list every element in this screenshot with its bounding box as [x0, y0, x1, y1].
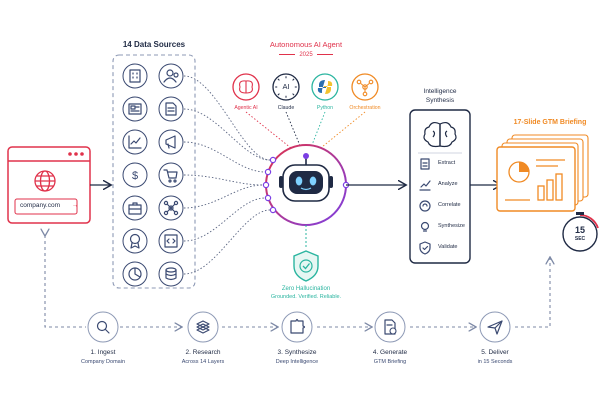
extract-icon	[420, 158, 430, 170]
pipeline-step-subtitle: Deep Intelligence	[275, 359, 319, 365]
agent-core	[262, 144, 350, 226]
pipeline-step-subtitle: in 15 Seconds	[477, 359, 513, 365]
browser-window	[7, 146, 91, 224]
search-icon	[87, 311, 119, 343]
timer-value: 15	[574, 225, 585, 235]
synthesis-step-label: Correlate	[438, 202, 461, 208]
puzzle-icon	[281, 311, 313, 343]
send-icon	[479, 311, 511, 343]
ai-icon-label: AI	[282, 82, 290, 91]
code-icon	[158, 228, 184, 254]
pie-chart-icon	[508, 161, 530, 183]
pipeline-step-title: 2. Research	[185, 349, 221, 356]
pipeline-step-subtitle: GTM Briefing	[373, 359, 407, 365]
network-icon	[158, 195, 184, 221]
intelligence-panel	[409, 109, 471, 264]
source-connector	[183, 174, 264, 186]
data-sources-grid: $	[122, 63, 184, 287]
source-connector	[183, 108, 271, 161]
pipeline-step-subtitle: Across 14 Layers	[181, 359, 225, 365]
validate-icon	[419, 241, 431, 255]
globe-icon	[34, 170, 56, 192]
intelligence-title-2: Synthesis	[425, 97, 455, 104]
orchestration-icon	[351, 73, 379, 101]
stopwatch-icon	[562, 212, 599, 252]
agent-title: Autonomous AI Agent	[269, 40, 343, 49]
timer-unit: SEC	[574, 236, 586, 242]
data-sources-title: 14 Data Sources	[122, 40, 186, 49]
svg-text:$: $	[132, 170, 138, 182]
shield-check-icon	[293, 250, 319, 282]
tool-label-python: Python	[316, 105, 334, 111]
browser-url[interactable]: company.com →	[20, 202, 79, 210]
correlate-icon	[419, 200, 431, 212]
tool-label-orchestration: Orchestration	[349, 105, 381, 111]
robot-icon	[279, 153, 333, 202]
bar-chart-icon	[537, 173, 563, 201]
layers-icon	[187, 311, 219, 343]
pie-chart-icon	[122, 261, 148, 287]
zero-hallucination-subtitle: Grounded. Verified. Reliable.	[270, 294, 342, 300]
pipeline-icons	[87, 311, 511, 343]
synthesis-step-label: Synthesize	[438, 223, 465, 229]
zero-hallucination-title: Zero Hallucination	[281, 286, 331, 292]
tool-label-claude: Claude	[277, 105, 295, 111]
document-icon	[158, 96, 184, 122]
pipeline-step-title: 5. Deliver	[481, 349, 509, 356]
synthesis-step-label: Validate	[438, 244, 458, 250]
synthesis-step-label: Analyze	[438, 181, 458, 187]
source-connectors	[183, 75, 271, 275]
dollar-icon: $	[122, 162, 148, 188]
database-icon	[158, 261, 184, 287]
doc-check-icon	[374, 311, 406, 343]
pipeline-step-title: 4. Generate	[372, 349, 408, 356]
tool-label-agentic: Agentic AI	[234, 105, 258, 111]
award-icon	[122, 228, 148, 254]
pipeline-step-subtitle: Company Domain	[80, 359, 126, 365]
synthesize-icon	[420, 221, 430, 232]
newspaper-icon	[122, 96, 148, 122]
brain-icon	[232, 73, 260, 101]
intelligence-title-1: Intelligence	[423, 88, 457, 95]
briefcase-icon	[122, 195, 148, 221]
brain-icon	[423, 121, 457, 148]
megaphone-icon	[158, 129, 184, 155]
year-label: 2025	[299, 52, 313, 58]
pipeline-flow	[45, 235, 550, 327]
cart-icon	[158, 162, 184, 188]
ai-icon	[272, 73, 300, 101]
python-icon	[311, 73, 339, 101]
pipeline-step-title: 1. Ingest	[90, 349, 116, 356]
url-text: company.com	[20, 202, 60, 209]
source-connector	[183, 184, 264, 209]
source-connector	[183, 209, 271, 275]
briefing-title: 17-Slide GTM Briefing	[513, 119, 587, 126]
users-icon	[158, 63, 184, 89]
analyze-icon	[419, 180, 431, 191]
source-connector	[183, 75, 271, 161]
source-connector	[183, 197, 266, 242]
pipeline-step-title: 3. Synthesize	[277, 349, 317, 356]
agent-tools	[232, 73, 379, 149]
chart-icon	[122, 129, 148, 155]
agent-year: 2025	[246, 52, 366, 58]
synthesis-step-icons	[419, 158, 431, 255]
source-connector	[183, 141, 266, 173]
slide-deck	[496, 134, 589, 212]
go-arrow-icon[interactable]: →	[71, 202, 79, 209]
building-icon	[122, 63, 148, 89]
synthesis-step-label: Extract	[438, 160, 456, 166]
